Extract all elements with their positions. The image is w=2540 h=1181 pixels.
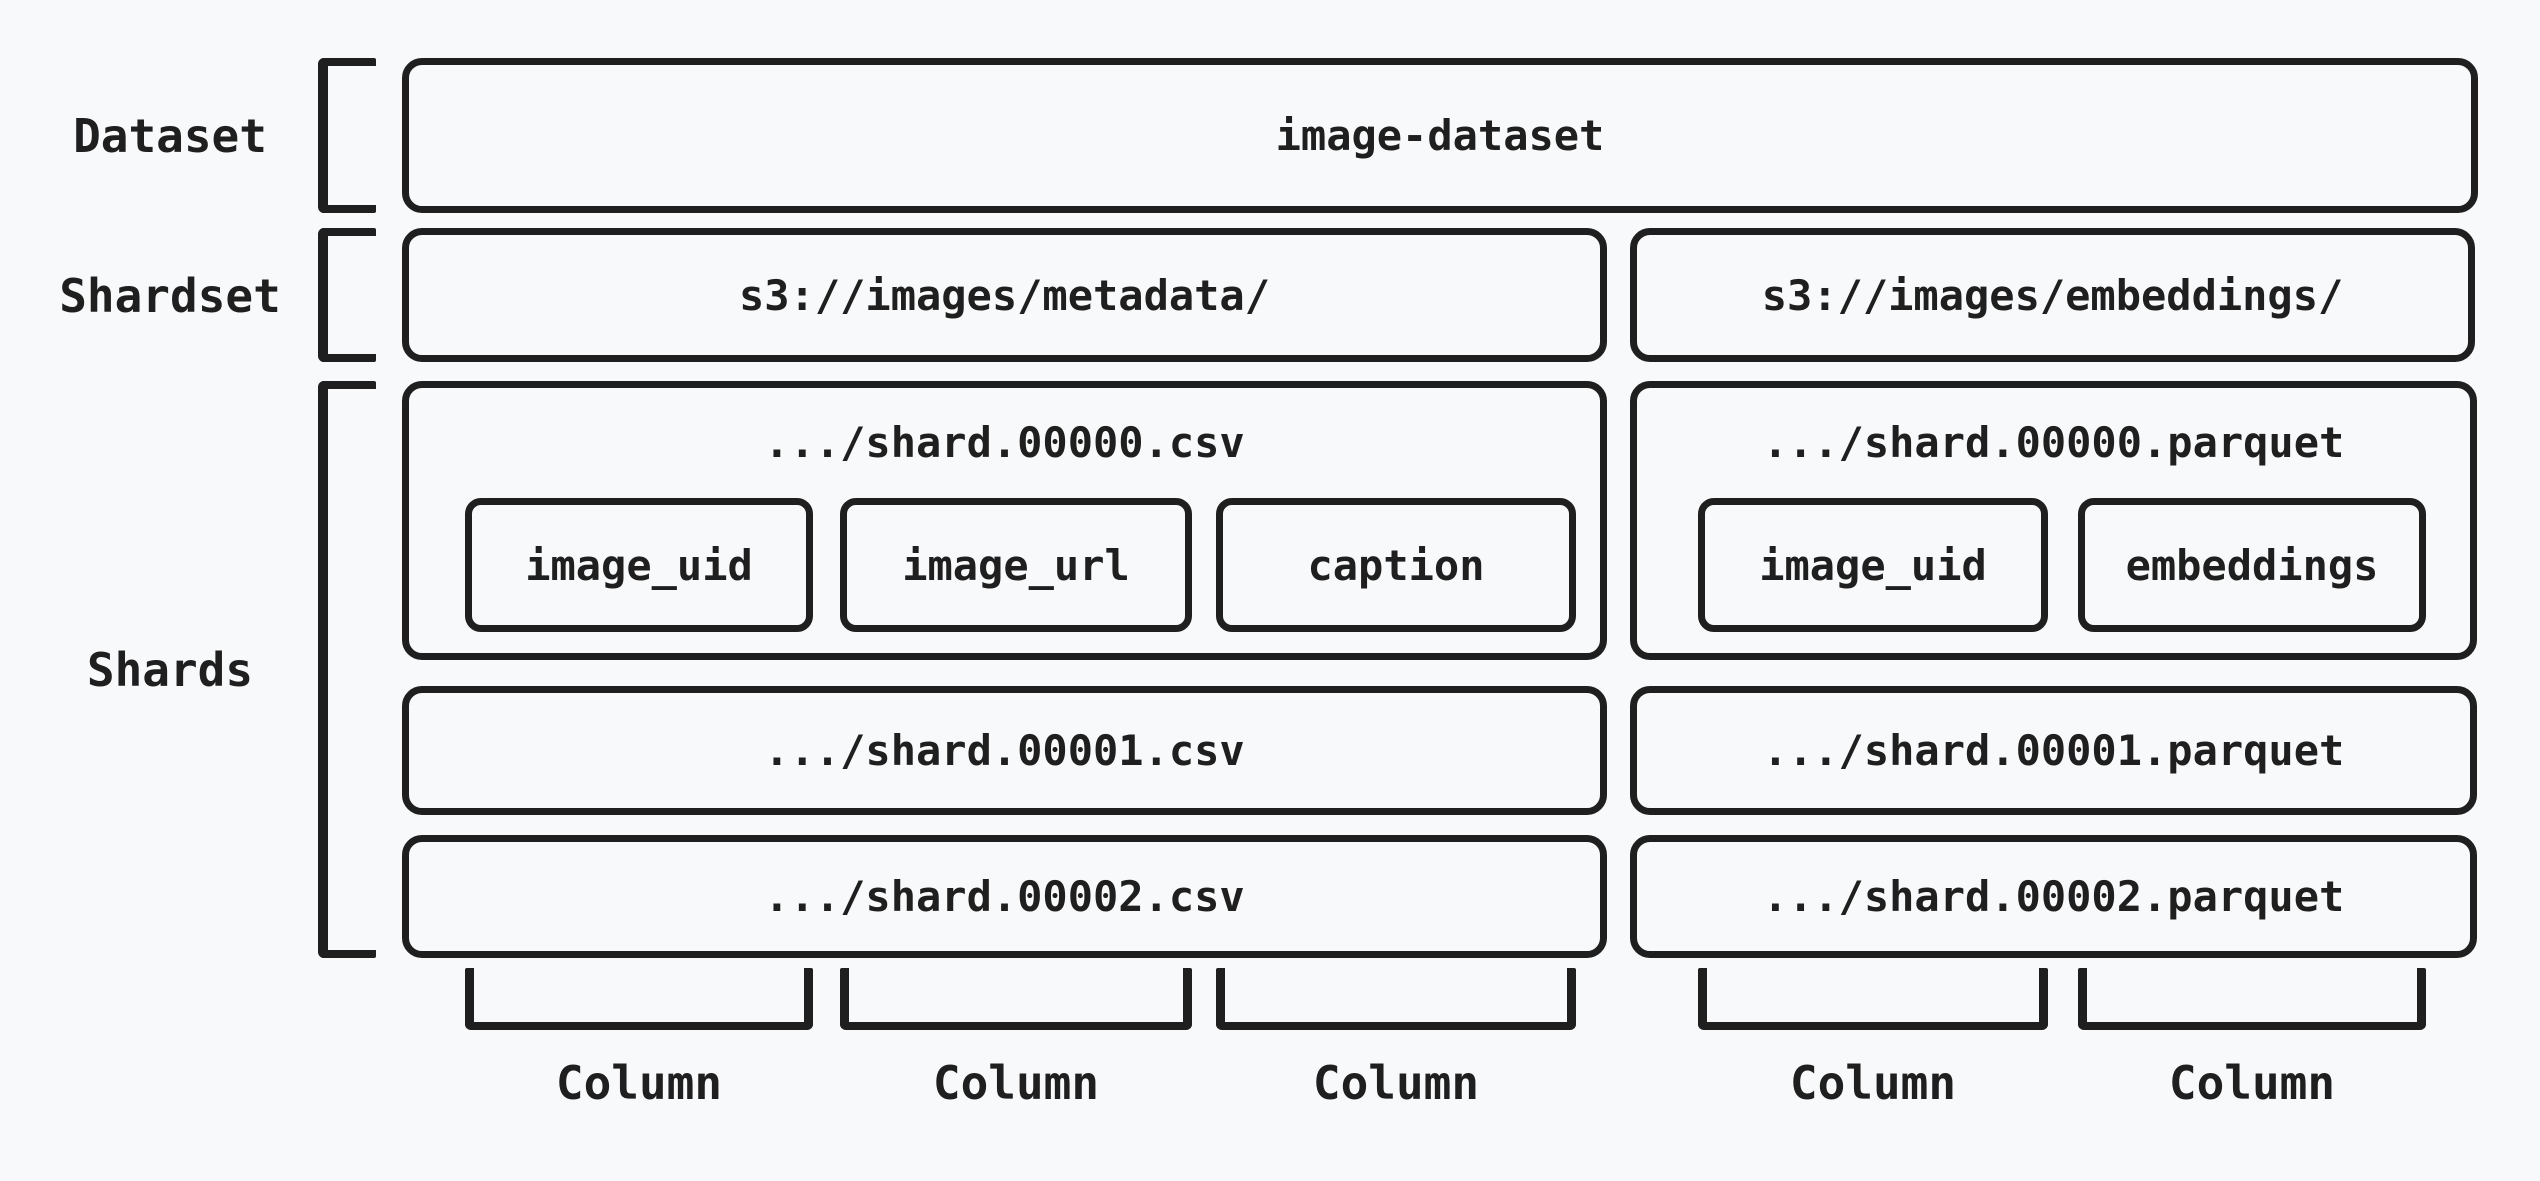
- shardset-bracket-icon: [318, 228, 376, 362]
- parquet-column-embeddings-box: embeddings: [2078, 498, 2426, 632]
- dataset-box: image-dataset: [402, 58, 2478, 213]
- csv-shard0-title: .../shard.00000.csv: [764, 417, 1245, 467]
- csv-column-image-uid-box: image_uid: [465, 498, 813, 632]
- csv-column-image-url-box: image_url: [840, 498, 1192, 632]
- column-bracket-icon: [840, 968, 1192, 1030]
- dataset-bracket-icon: [318, 58, 376, 213]
- shards-tier-label: Shards: [86, 643, 254, 697]
- csv-column-caption-box: caption: [1216, 498, 1576, 632]
- column-label: Column: [1789, 1056, 1957, 1110]
- shardset-metadata-box: s3://images/metadata/: [402, 228, 1607, 362]
- csv-shard1-box: .../shard.00001.csv: [402, 686, 1607, 815]
- shards-bracket-icon: [318, 381, 376, 958]
- parquet-shard0-title: .../shard.00000.parquet: [1762, 417, 2345, 467]
- dataset-tier-label: Dataset: [73, 109, 267, 163]
- shardset-tier-label: Shardset: [59, 269, 281, 323]
- column-label: Column: [1312, 1056, 1480, 1110]
- column-bracket-icon: [465, 968, 813, 1030]
- parquet-shard1-box: .../shard.00001.parquet: [1630, 686, 2477, 815]
- parquet-shard2-box: .../shard.00002.parquet: [1630, 835, 2477, 958]
- shardset-embeddings-box: s3://images/embeddings/: [1630, 228, 2475, 362]
- column-label: Column: [2168, 1056, 2336, 1110]
- csv-shard2-box: .../shard.00002.csv: [402, 835, 1607, 958]
- column-label: Column: [932, 1056, 1100, 1110]
- column-label: Column: [555, 1056, 723, 1110]
- column-bracket-icon: [1216, 968, 1576, 1030]
- column-bracket-icon: [2078, 968, 2426, 1030]
- column-bracket-icon: [1698, 968, 2048, 1030]
- parquet-column-image-uid-box: image_uid: [1698, 498, 2048, 632]
